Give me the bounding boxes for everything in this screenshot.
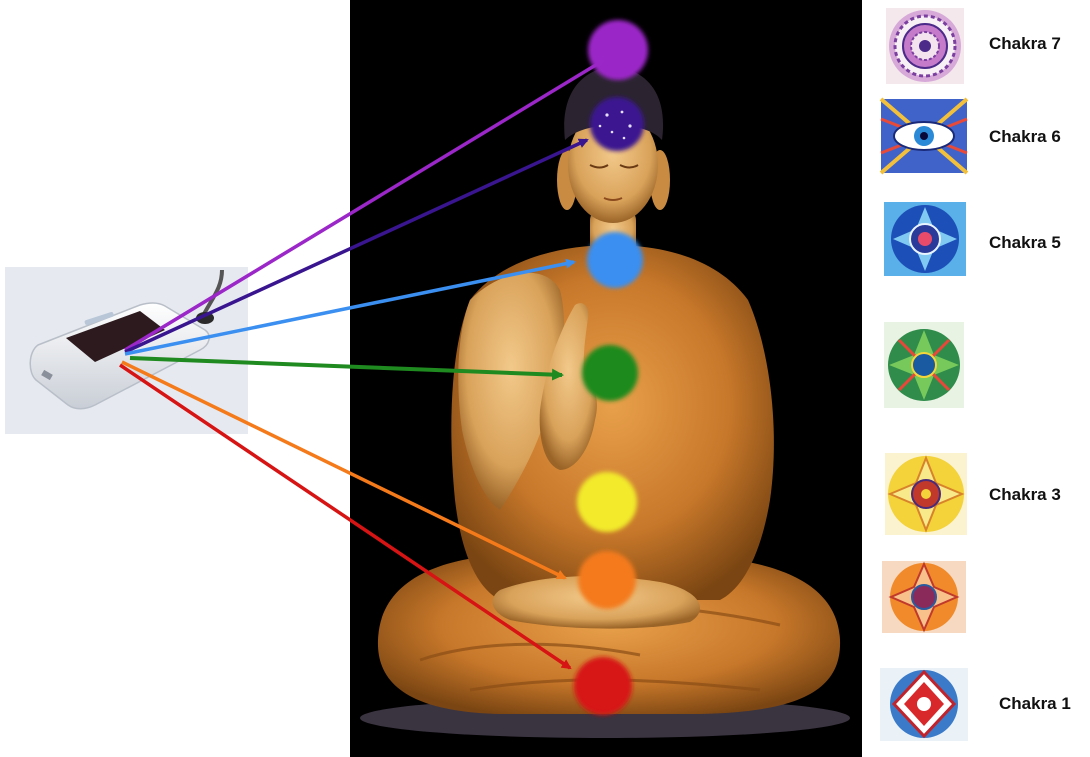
mandala-6-icon [881,99,967,173]
chakra-point-third-eye [590,97,644,151]
mandala-3-icon [885,453,967,535]
chakra-point-sacral [578,551,636,609]
chakra-1-label: Chakra 1 [999,694,1071,714]
chakra-point-throat [587,232,643,288]
chakra-point-root [574,657,632,715]
chakra-5-label: Chakra 5 [989,233,1061,253]
mandala-1-icon [880,668,968,741]
chakra-7-label: Chakra 7 [989,34,1061,54]
chakra-point-solar-plexus [577,472,637,532]
meditation-panel [350,0,862,757]
mandala-column [880,8,968,741]
chakra-point-heart [582,345,638,401]
mandala-7-icon [886,8,964,84]
mandala-2-icon [882,561,966,633]
chakra-point-crown [588,20,648,80]
chakra-6-label: Chakra 6 [989,127,1061,147]
chakra-3-label: Chakra 3 [989,485,1061,505]
mandala-4-icon [884,322,964,408]
mandala-5-icon [884,202,966,276]
